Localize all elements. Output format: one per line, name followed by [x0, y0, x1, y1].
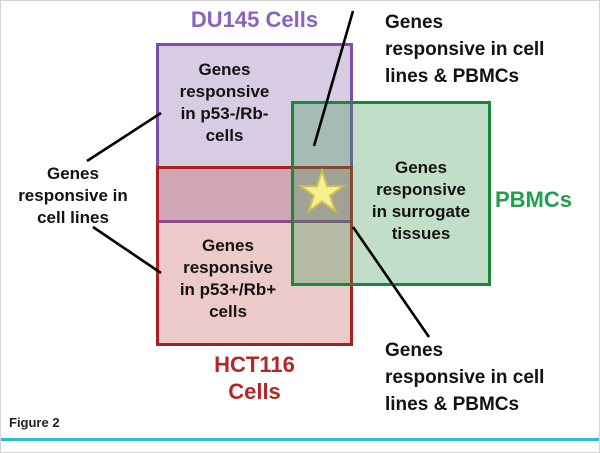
- figure-divider-rule: [1, 438, 599, 441]
- hct116-region-label: Genes responsive in p53+/Rb+ cells: [179, 236, 277, 321]
- pbmcs-title: PBMCs: [495, 187, 573, 212]
- callout-line-left-lower: [92, 225, 162, 275]
- du145-cells-title: DU145 Cells: [190, 7, 319, 32]
- figure-caption: Figure 2: [9, 415, 60, 430]
- star-icon: ★: [296, 160, 348, 224]
- hct116-cells-rectangle: [156, 166, 353, 346]
- hct116-cells-title: HCT116 Cells: [214, 352, 295, 404]
- cell-lines-pbmcs-bottom-callout-label: Genes responsive in cell lines & PBMCs: [385, 340, 545, 415]
- du145-region-label: Genes responsive in p53-/Rb- cells: [179, 60, 270, 145]
- cell-lines-callout-label: Genes responsive in cell lines: [18, 164, 128, 227]
- surrogate-tissues-region-label: Genes responsive in surrogate tissues: [371, 158, 471, 243]
- cell-lines-pbmcs-top-callout-label: Genes responsive in cell lines & PBMCs: [385, 12, 545, 87]
- callout-line-left-upper: [86, 111, 162, 163]
